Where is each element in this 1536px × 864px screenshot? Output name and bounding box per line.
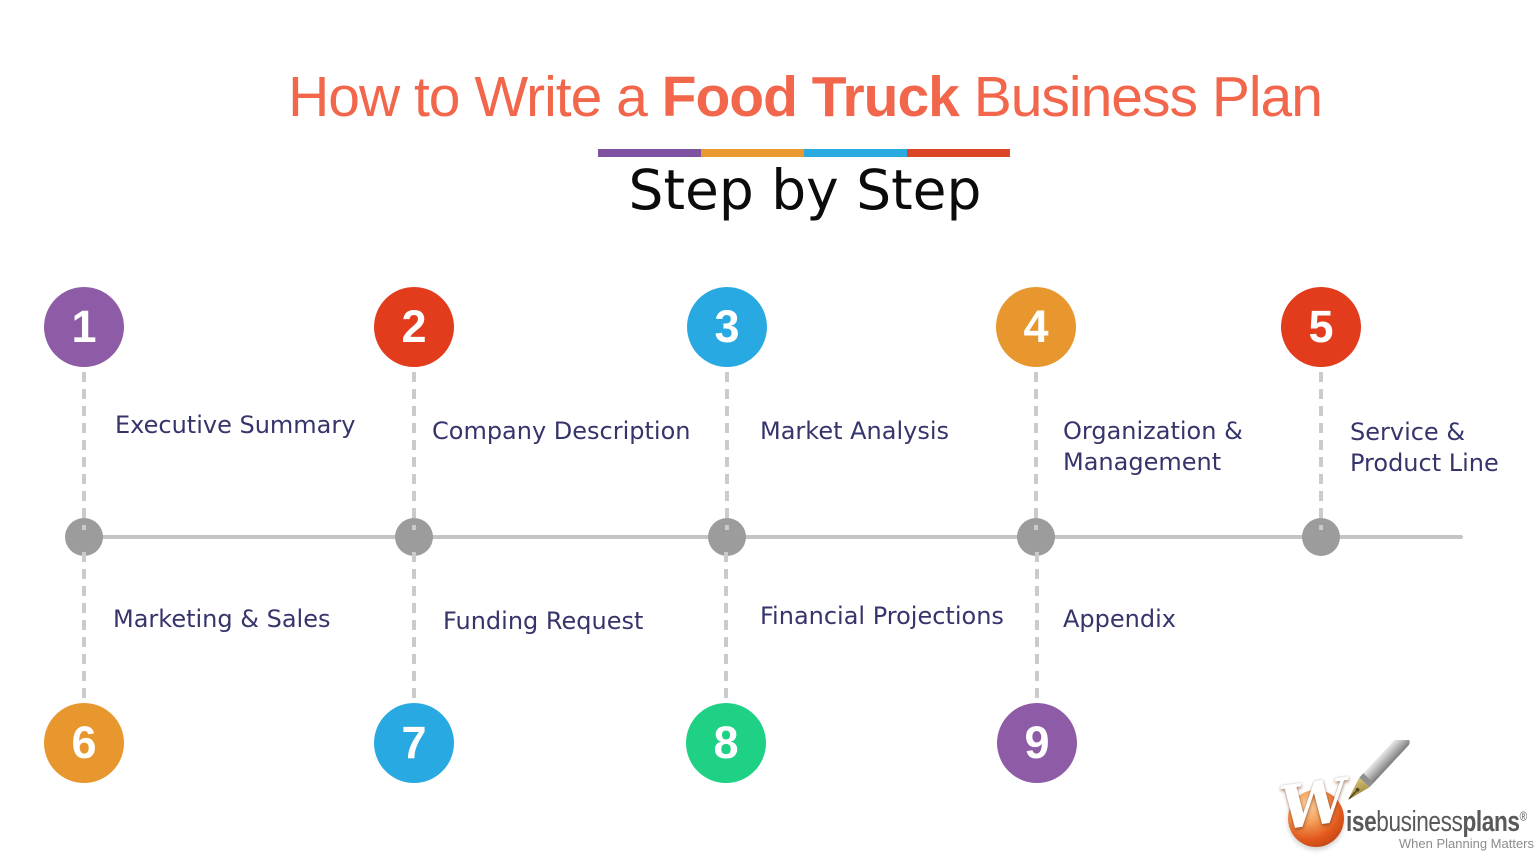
step-3-label: Market Analysis — [760, 416, 949, 447]
divider-segment-orange — [701, 149, 804, 157]
title-prefix: How to Write a — [288, 65, 662, 129]
step-4-label-line1: Organization & — [1063, 417, 1243, 445]
connector-dash-top-1 — [82, 372, 86, 530]
connector-dash-bottom-4 — [1035, 552, 1039, 700]
step-4-badge: 4 — [996, 287, 1076, 367]
timeline-line — [82, 535, 1463, 539]
step-6-label: Marketing & Sales — [113, 604, 330, 635]
step-5-badge: 5 — [1281, 287, 1361, 367]
step-9-badge: 9 — [997, 703, 1077, 783]
page-subtitle: Step by Step — [628, 158, 982, 222]
step-2-label-line1: Company Description — [432, 417, 691, 445]
logo-word-ise: ise — [1346, 806, 1377, 838]
logo-word-plans: plans — [1462, 806, 1520, 838]
logo-monogram-w: W — [1275, 765, 1352, 845]
step-5-label-line1: Service & — [1350, 418, 1466, 446]
step-7-label-line1: Funding Request — [443, 607, 644, 635]
step-8-label-line1: Financial Projections — [760, 602, 1004, 630]
connector-dash-top-4 — [1034, 372, 1038, 530]
step-6-badge: 6 — [44, 703, 124, 783]
step-7-label: Funding Request — [443, 606, 643, 637]
step-1-label-line1: Executive Summary — [115, 411, 356, 439]
title-suffix: Business Plan — [958, 65, 1323, 129]
logo-word-business: business — [1376, 806, 1463, 838]
divider-segment-purple — [598, 149, 701, 157]
divider-segment-red — [907, 149, 1010, 157]
step-4-label: Organization & Management — [1063, 416, 1243, 478]
step-6-label-line1: Marketing & Sales — [113, 605, 331, 633]
registered-mark-icon: ® — [1519, 808, 1527, 824]
step-1-badge: 1 — [44, 287, 124, 367]
step-2-label: Company Description — [432, 416, 691, 447]
connector-dash-top-5 — [1319, 372, 1323, 530]
step-3-badge: 3 — [687, 287, 767, 367]
page-title: How to Write a Food Truck Business Plan — [37, 64, 1536, 130]
pen-icon — [1348, 740, 1410, 800]
logo-sphere-icon — [1288, 790, 1344, 847]
connector-dash-bottom-2 — [412, 552, 416, 700]
connector-dash-top-3 — [725, 372, 729, 530]
connector-dash-top-2 — [412, 372, 416, 530]
step-5-label: Service & Product Line — [1350, 417, 1499, 479]
logo-wordmark: isebusinessplans® — [1346, 806, 1527, 839]
step-5-label-line2: Product Line — [1350, 449, 1499, 477]
connector-dash-bottom-1 — [82, 552, 86, 700]
logo-tagline: When Planning Matters — [1398, 836, 1534, 851]
step-1-label: Executive Summary — [115, 410, 355, 441]
divider-segment-blue — [804, 149, 907, 157]
logo-wisebusinessplans: W isebusinessplans® When Planning Matter… — [1275, 740, 1536, 860]
step-9-label: Appendix — [1063, 604, 1176, 635]
connector-dash-bottom-3 — [724, 552, 728, 700]
step-3-label-line1: Market Analysis — [760, 417, 950, 445]
step-2-badge: 2 — [374, 287, 454, 367]
step-8-label: Financial Projections — [760, 601, 1004, 632]
step-8-badge: 8 — [686, 703, 766, 783]
step-4-label-line2: Management — [1063, 448, 1222, 476]
step-9-label-line1: Appendix — [1063, 605, 1176, 633]
step-7-badge: 7 — [374, 703, 454, 783]
title-divider — [598, 149, 1010, 157]
title-highlight: Food Truck — [661, 65, 960, 129]
